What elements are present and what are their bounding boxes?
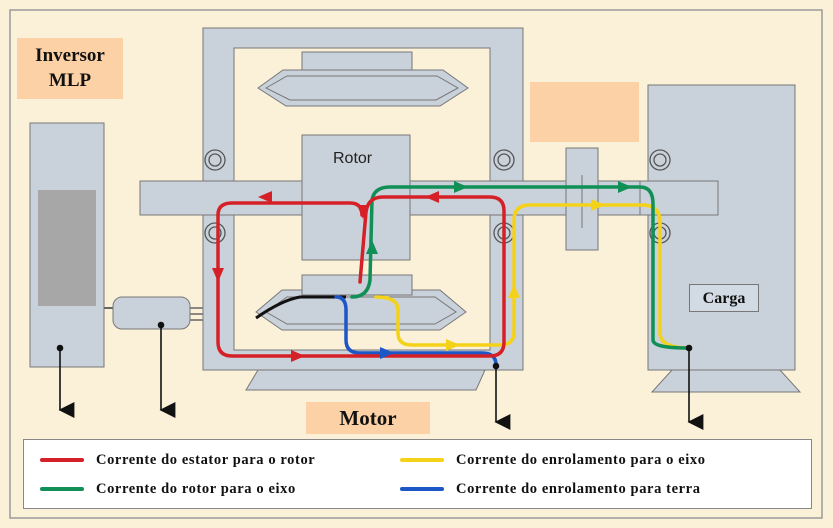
load-machine [647, 84, 796, 371]
legend-text: Corrente do enrolamento para o eixo [456, 451, 706, 468]
path-winding-to-shaft [374, 203, 692, 350]
inverter-panel [38, 190, 96, 306]
load-label: Carga [689, 284, 759, 312]
legend-swatch [400, 487, 444, 491]
empty-label-box [530, 82, 639, 142]
ground-arrows [56, 321, 704, 430]
legend-item: Corrente do enrolamento para terra [400, 478, 701, 500]
flow-arrows [212, 181, 632, 362]
path-stator-to-rotor [216, 195, 506, 358]
supply-lead [255, 295, 346, 320]
legend-item: Corrente do estator para o rotor [40, 449, 315, 471]
legend-text: Corrente do enrolamento para terra [456, 480, 701, 497]
legend-swatch [40, 458, 84, 462]
legend-item: Corrente do rotor para o eixo [40, 478, 296, 500]
stator-top [257, 51, 469, 107]
motor-label: Motor [306, 402, 430, 434]
cable-connector [112, 296, 191, 330]
inverter-label-line1: Inversor [35, 45, 105, 66]
legend-swatch [40, 487, 84, 491]
inverter-label-line2: MLP [48, 70, 92, 91]
legend-item: Corrente do enrolamento para o eixo [400, 449, 706, 471]
stator-bottom [255, 274, 467, 331]
outer-frame [9, 9, 823, 519]
inverter-label: Inversor MLP [17, 38, 123, 99]
legend-swatch [400, 458, 444, 462]
load-base [650, 369, 802, 393]
legend: Corrente do estator para o rotor Corrent… [23, 439, 812, 509]
legend-text: Corrente do rotor para o eixo [96, 480, 296, 497]
legend-text: Corrente do estator para o rotor [96, 451, 316, 468]
path-rotor-to-shaft [350, 185, 690, 350]
rotor-label: Rotor [333, 150, 373, 167]
motor-base [245, 369, 486, 391]
